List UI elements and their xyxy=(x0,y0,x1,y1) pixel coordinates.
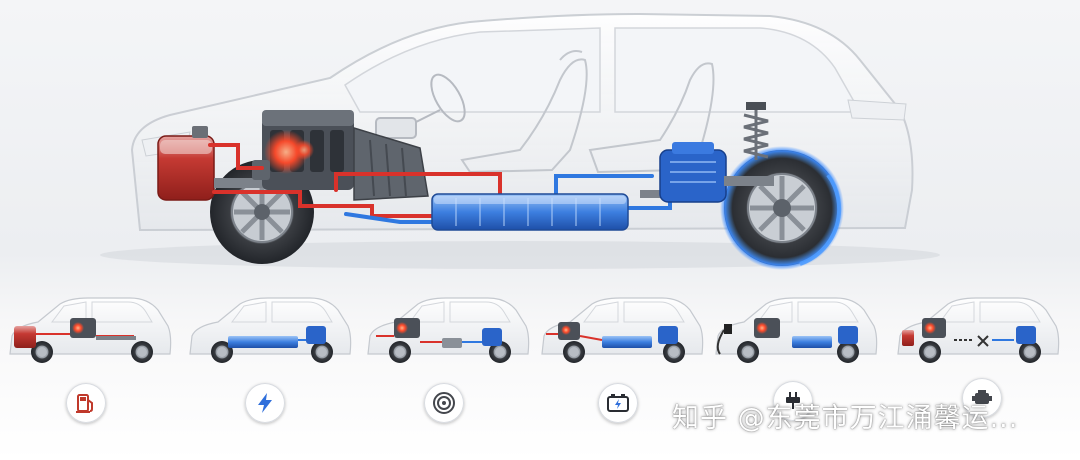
rear-suspension xyxy=(743,102,769,160)
battery-pack xyxy=(431,193,629,231)
battery-charge-icon xyxy=(598,383,638,423)
fuel-line xyxy=(208,143,502,218)
fuel-tank xyxy=(157,126,215,201)
lightning-bolt-icon xyxy=(245,383,285,423)
variant-car-plug-in xyxy=(715,297,878,364)
drive-shaft xyxy=(214,178,274,188)
seat-rear xyxy=(588,62,715,174)
steering-wheel xyxy=(375,73,466,141)
plug-icon xyxy=(773,381,813,421)
fuel-pump-icon xyxy=(66,383,106,423)
seat-front xyxy=(460,50,588,174)
engine xyxy=(252,110,354,190)
electric-motor xyxy=(659,142,774,203)
main-car xyxy=(130,12,914,270)
rear-wheel xyxy=(720,146,844,270)
variant-car-range-extender xyxy=(897,297,1060,364)
engine-icon xyxy=(962,378,1002,418)
variant-car-battery xyxy=(541,297,704,364)
circular-cycle-icon xyxy=(424,383,464,423)
variant-car-electric xyxy=(189,297,352,364)
variant-car-hybrid xyxy=(367,297,530,364)
variant-car-fuel xyxy=(9,297,172,364)
watermark: 知乎 @东莞市万江涌馨运... xyxy=(672,403,1019,434)
